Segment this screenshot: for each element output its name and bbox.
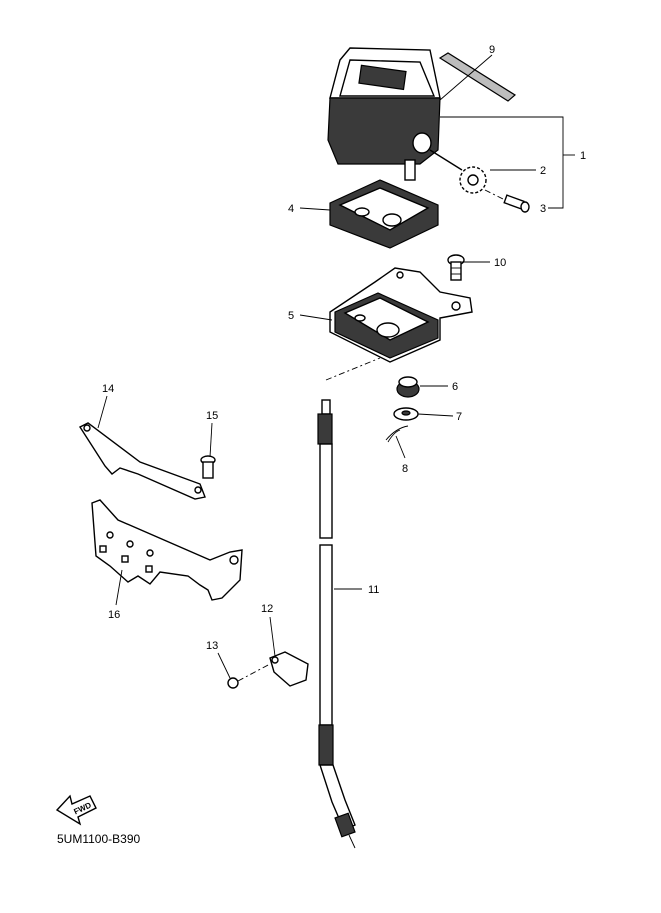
callout-3: 3: [540, 203, 546, 215]
callout-5: 5: [288, 310, 294, 322]
part-9-strip: [438, 52, 517, 102]
callout-8: 8: [402, 463, 408, 475]
part-8-clip: [385, 425, 409, 443]
part-5-bracket: [329, 267, 473, 363]
part-16-bracket: [91, 499, 243, 601]
callout-15: 15: [206, 410, 218, 422]
callout-10: 10: [494, 257, 506, 269]
part-2-gear: [429, 149, 487, 194]
callout-4: 4: [288, 203, 294, 215]
part-6-grommet: [396, 376, 420, 398]
part-4-cushion: [329, 179, 439, 249]
part-1-meter-housing: [327, 47, 441, 181]
part-10-bolt: [447, 254, 465, 281]
part-3-screw: [484, 189, 530, 213]
part-7-washer: [393, 407, 419, 421]
callout-9: 9: [489, 44, 495, 56]
part-11-cable: [317, 357, 381, 849]
part-12-clamp: [269, 651, 309, 687]
callout-2: 2: [540, 165, 546, 177]
callout-16: 16: [108, 609, 120, 621]
leader-lines: [97, 54, 575, 679]
callout-12: 12: [261, 603, 273, 615]
callout-7: 7: [456, 411, 462, 423]
callout-13: 13: [206, 640, 218, 652]
callouts: 1 2 3 4 5 6 7 8 9 10 11 12 13 14 15 16: [102, 44, 586, 652]
callout-11: 11: [368, 584, 379, 596]
part-13-screw: [227, 663, 271, 689]
callout-6: 6: [452, 381, 458, 393]
callout-14: 14: [102, 383, 114, 395]
callout-1: 1: [580, 150, 586, 162]
reference-code: 5UM1100-B390: [57, 832, 140, 846]
fwd-arrow-icon: FWD: [55, 794, 97, 826]
part-14-stay: [78, 422, 206, 500]
part-15-bolt: [200, 455, 216, 479]
